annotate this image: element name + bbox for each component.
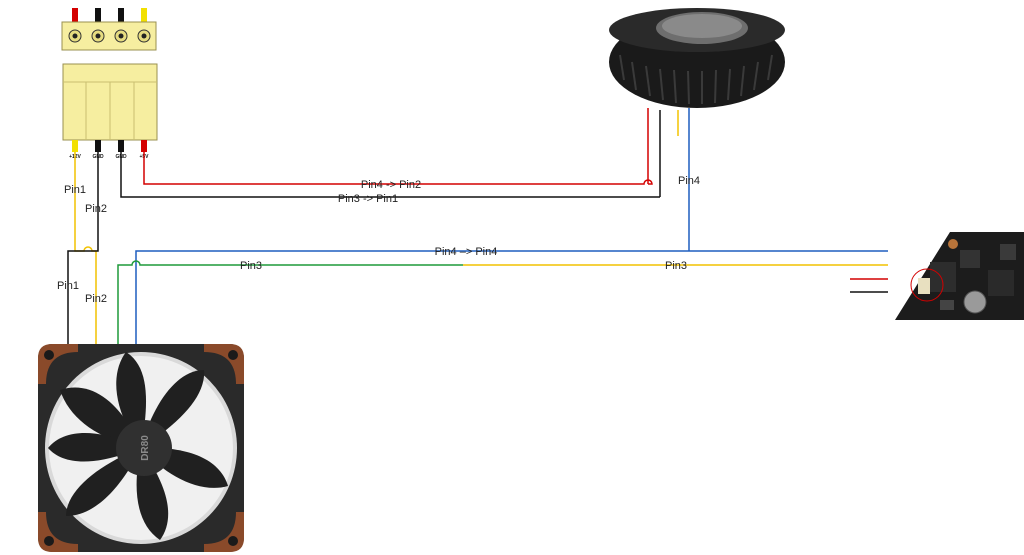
case-fan-icon: DR80	[38, 344, 244, 552]
label-fan-pin2: Pin2	[85, 293, 107, 305]
label-yellow-pin1: Pin1	[64, 184, 86, 196]
motherboard-icon	[895, 232, 1024, 320]
fan-hub-label: DR80	[140, 435, 151, 461]
molex-connector-icon: +12V GND GND +5V	[61, 8, 158, 160]
label-yellow-pin3: Pin3	[665, 260, 687, 272]
label-red-route: Pin4 -> Pin2	[361, 179, 421, 191]
label-blue-route: Pin4 –> Pin4	[435, 246, 498, 258]
blower-fan-icon	[609, 8, 785, 108]
label-green-pin3: Pin3	[240, 260, 262, 272]
label-yellow-pin2: Pin2	[85, 203, 107, 215]
label-fan-pin1: Pin1	[57, 280, 79, 292]
label-blower-pin4: Pin4	[678, 175, 700, 187]
label-black-route: Pin3 -> Pin1	[338, 193, 398, 205]
